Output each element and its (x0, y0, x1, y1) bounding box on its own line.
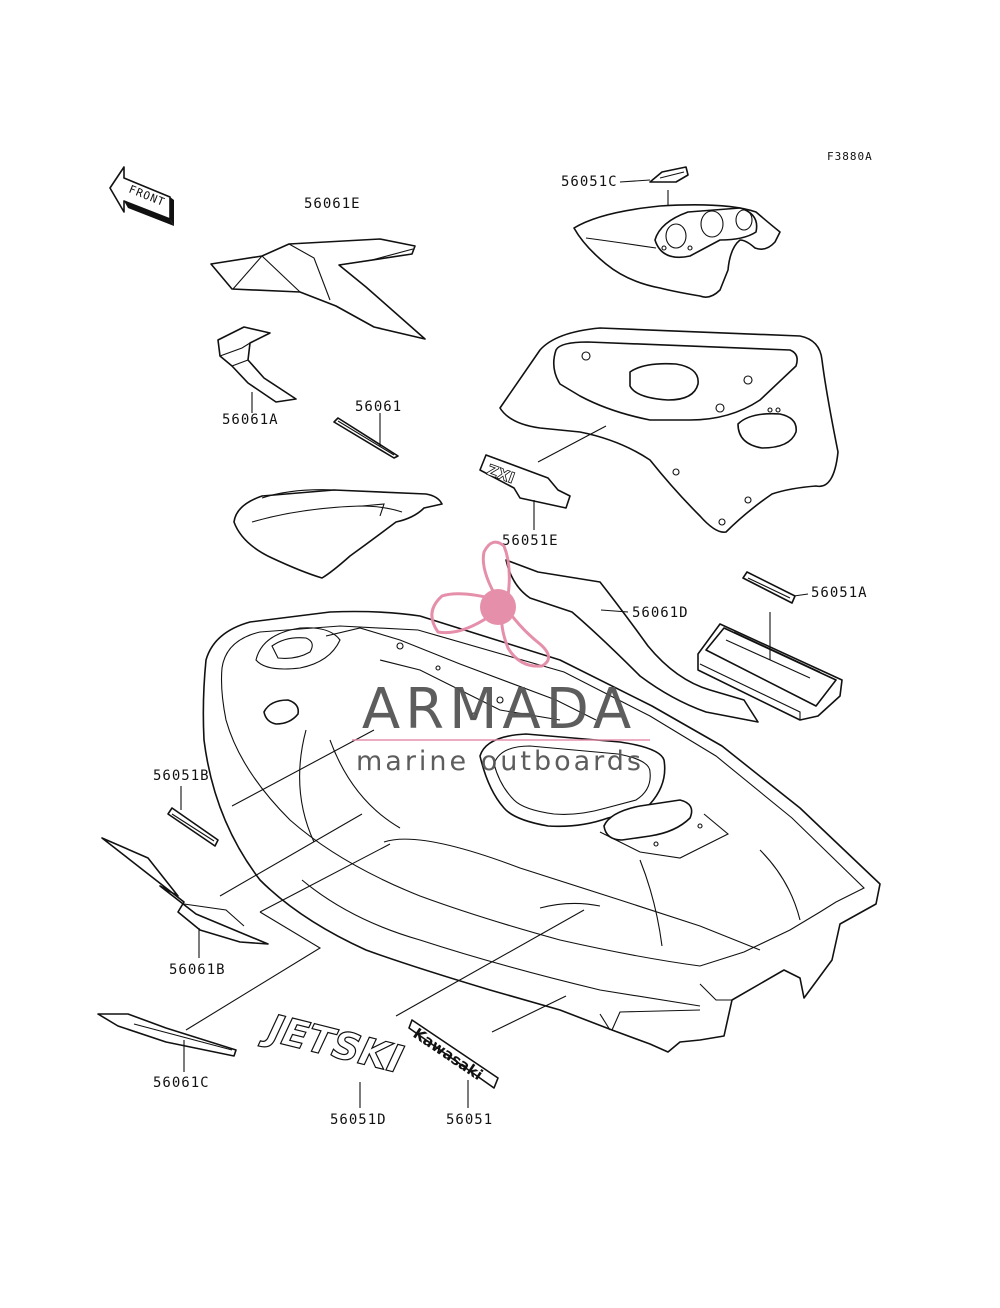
kawasaki-decal-text: Kawasaki (410, 1024, 486, 1084)
decal-56061B (101, 837, 269, 945)
decal-56061 (333, 417, 399, 459)
watermark-brand: ARMADA (362, 677, 636, 742)
callout-56061B: 56061B (169, 962, 226, 978)
decal-56061D (505, 559, 759, 723)
seat-cowl-part (233, 489, 443, 579)
callout-56051C: 56051C (561, 174, 618, 190)
decal-56051E: ZXI (479, 454, 571, 509)
callout-56051D: 56051D (330, 1112, 387, 1128)
callout-56061: 56061 (355, 399, 402, 415)
storage-lid-part (697, 623, 843, 721)
callout-56051: 56051 (446, 1112, 493, 1128)
front-arrow-icon: FRONT (109, 166, 174, 226)
callout-56061A: 56061A (222, 412, 279, 428)
hull-part (202, 610, 881, 1053)
decal-56051A (742, 571, 796, 604)
callout-56061E: 56061E (304, 196, 361, 212)
decal-56051: Kawasaki (408, 1019, 499, 1089)
armada-propeller-logo-icon (430, 540, 550, 668)
deck-cover-part (499, 327, 839, 533)
figure-code: F3880A (827, 150, 873, 163)
decal-56051B (167, 807, 219, 847)
callout-56061D: 56061D (632, 605, 689, 621)
decal-56061E (210, 238, 426, 340)
callout-56051B: 56051B (153, 768, 210, 784)
decal-56051C (649, 166, 689, 183)
watermark: ARMADA marine outboards (352, 540, 650, 777)
callout-56051A: 56051A (811, 585, 868, 601)
callout-56051E: 56051E (502, 533, 559, 549)
decal-56061A (217, 326, 297, 403)
instrument-hood-part (573, 204, 781, 298)
jetski-decal-text: JETSKI (257, 1004, 407, 1082)
watermark-tagline: marine outboards (356, 746, 644, 777)
callout-56061C: 56061C (153, 1075, 210, 1091)
decal-56051D: JETSKI (256, 1004, 408, 1083)
decal-56061C (97, 1013, 237, 1057)
